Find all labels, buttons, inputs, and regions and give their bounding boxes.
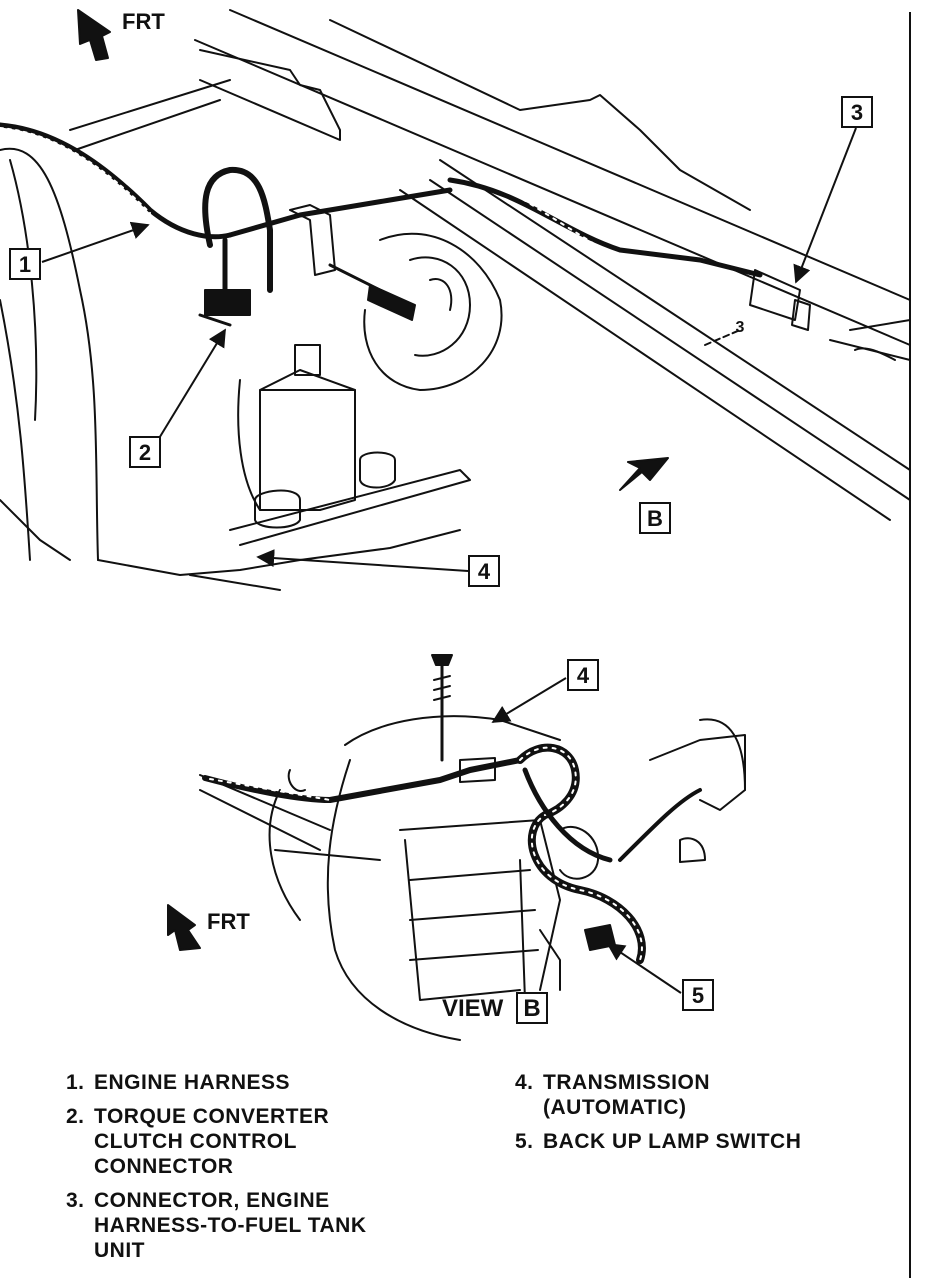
svg-text:4: 4 bbox=[478, 559, 491, 584]
legend-right: 4. TRANSMISSION (AUTOMATIC) 5. BACK UP L… bbox=[515, 1070, 895, 1163]
callout-3-small: 3 bbox=[736, 319, 745, 336]
legend-item-3: 3. CONNECTOR, ENGINE HARNESS-TO-FUEL TAN… bbox=[66, 1189, 367, 1262]
view-caption-letter-box: B bbox=[516, 992, 548, 1024]
callout-2: 2 bbox=[129, 436, 161, 468]
bottom-leaders bbox=[491, 677, 682, 994]
svg-text:B: B bbox=[647, 506, 663, 531]
legend-item-1: 1. ENGINE HARNESS bbox=[66, 1071, 291, 1094]
svg-text:5: 5 bbox=[692, 983, 704, 1008]
callout-4-bottom: 4 bbox=[567, 659, 599, 691]
svg-text:2: 2 bbox=[139, 440, 151, 465]
callout-5: 5 bbox=[682, 979, 714, 1011]
svg-text:4: 4 bbox=[577, 663, 590, 688]
view-caption-label: VIEW bbox=[442, 995, 504, 1022]
bottom-illustration bbox=[167, 654, 746, 1041]
view-b-direction-icon bbox=[619, 457, 669, 491]
view-b-marker: B bbox=[639, 502, 671, 534]
svg-text:1: 1 bbox=[19, 252, 31, 277]
svg-text:3: 3 bbox=[851, 100, 863, 125]
top-leaders bbox=[41, 127, 857, 572]
callout-4-top: 4 bbox=[468, 555, 500, 587]
frt-label-bottom: FRT bbox=[207, 909, 250, 934]
callout-3: 3 bbox=[841, 96, 873, 128]
legend-item-4: 4. TRANSMISSION (AUTOMATIC) bbox=[515, 1071, 711, 1119]
top-illustration bbox=[0, 9, 911, 591]
frt-label-top: FRT bbox=[122, 9, 165, 34]
svg-text:3: 3 bbox=[736, 319, 745, 336]
legend-item-5: 5. BACK UP LAMP SWITCH bbox=[515, 1130, 802, 1153]
legend-item-2: 2. TORQUE CONVERTER CLUTCH CONTROL CONNE… bbox=[66, 1105, 330, 1178]
legend-left: 1. ENGINE HARNESS 2. TORQUE CONVERTER CL… bbox=[66, 1070, 446, 1272]
callout-1: 1 bbox=[9, 248, 41, 280]
frt-arrow-bottom-icon bbox=[167, 904, 201, 951]
svg-text:B: B bbox=[523, 995, 540, 1022]
frt-arrow-icon bbox=[77, 9, 111, 61]
